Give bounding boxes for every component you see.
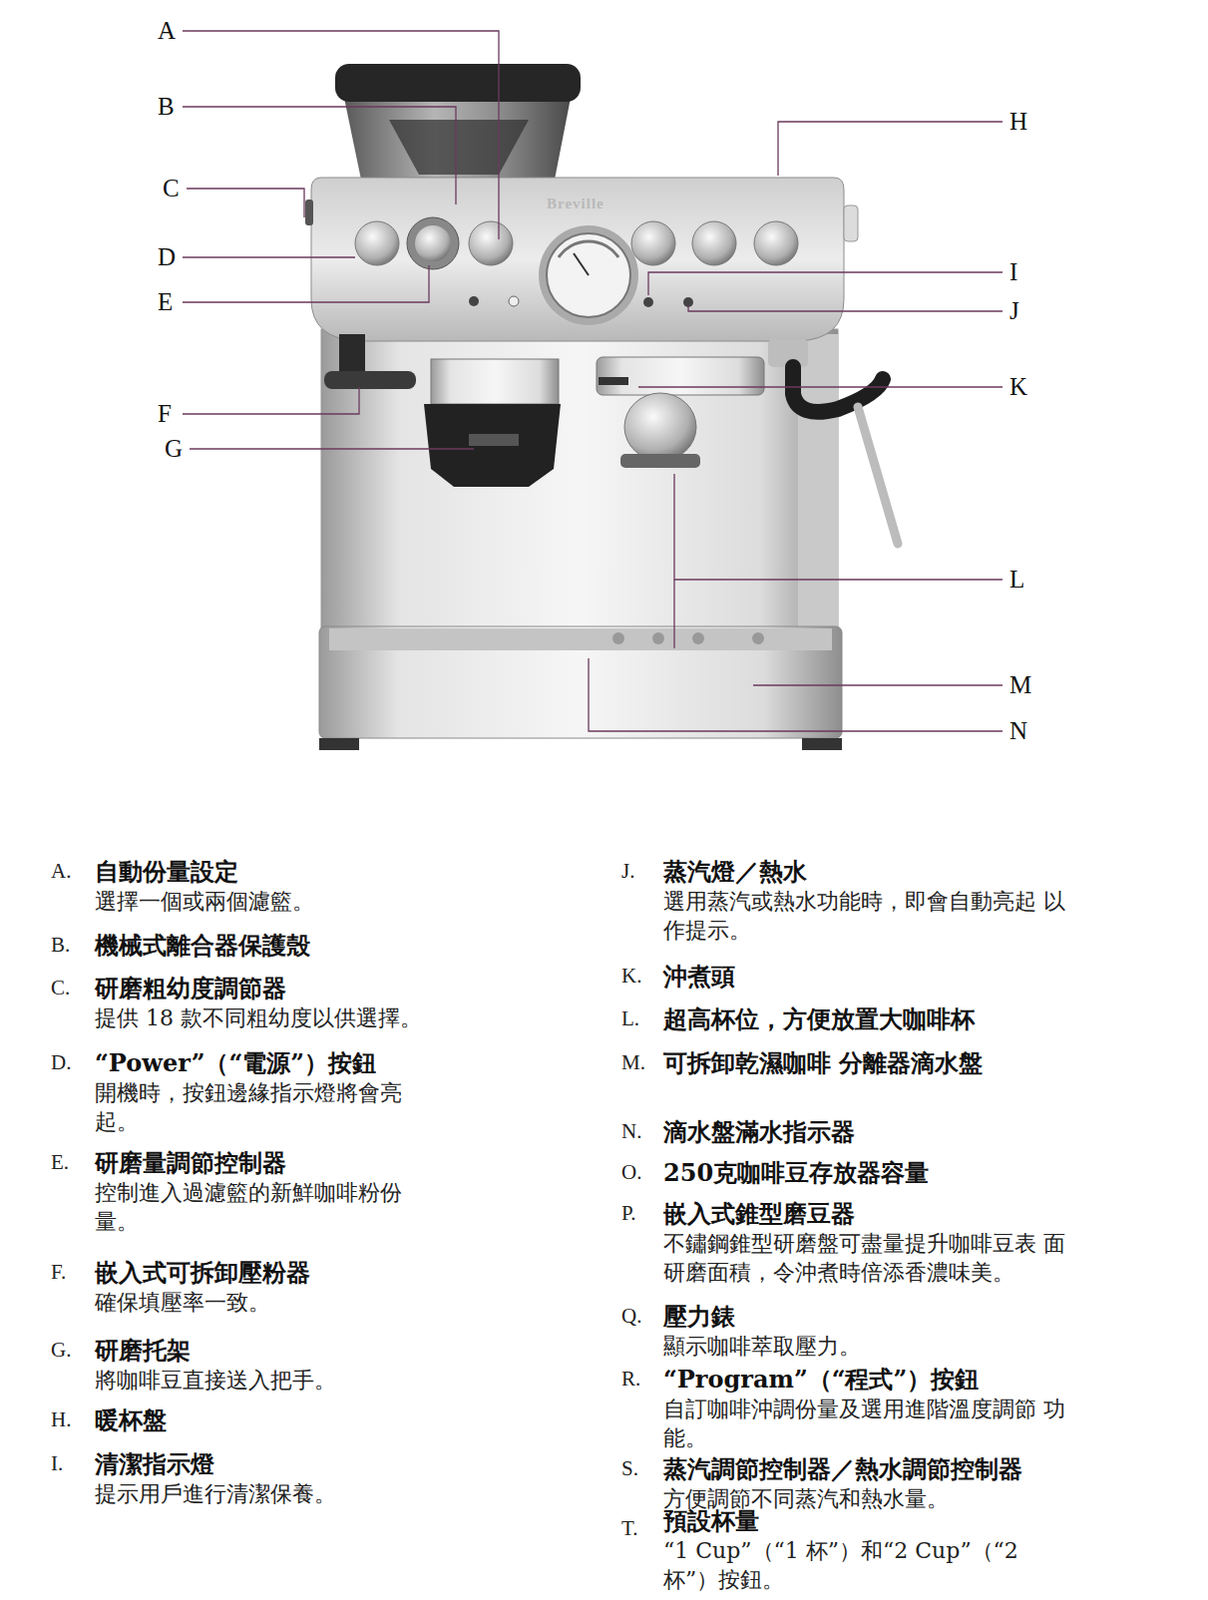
part-name: 清潔指示燈 bbox=[94, 1448, 439, 1480]
callout-letter: M bbox=[1009, 672, 1032, 699]
part-name: 研磨粗幼度調節器 bbox=[94, 972, 439, 1004]
part-name: 嵌入式可拆卸壓粉器 bbox=[94, 1256, 439, 1288]
callout-letter: B bbox=[157, 93, 175, 120]
part-entry: 嵌入式錐型磨豆器不鏽鋼錐型研磨盤可盡量提升咖啡豆表 面研磨面積，令沖煮時倍添香濃… bbox=[663, 1198, 1068, 1287]
part-name: 250克咖啡豆存放器容量 bbox=[663, 1157, 1068, 1189]
part-name: 預設杯量 bbox=[663, 1505, 1068, 1537]
part-entry: “Program”（“程式”）按鈕自訂咖啡沖調份量及選用進階溫度調節 功能。 bbox=[663, 1363, 1068, 1453]
part-name: 超高杯位，方便放置大咖啡杯 bbox=[663, 1003, 1068, 1035]
part-description: 選用蒸汽或熱水功能時，即會自動亮起 以作提示。 bbox=[663, 886, 1068, 945]
part-description: 自訂咖啡沖調份量及選用進階溫度調節 功能。 bbox=[663, 1394, 1068, 1453]
part-name: 暖杯盤 bbox=[94, 1404, 439, 1436]
part-description: 顯示咖啡萃取壓力。 bbox=[663, 1331, 1068, 1361]
item-letter: H. bbox=[50, 1404, 71, 1435]
part-name: 蒸汽燈／熱水 bbox=[663, 855, 1068, 887]
part-entry: 超高杯位，方便放置大咖啡杯 bbox=[663, 1003, 1068, 1035]
item-letter: N. bbox=[621, 1116, 642, 1147]
part-name: 嵌入式錐型磨豆器 bbox=[663, 1198, 1068, 1229]
part-description: 開機時，按鈕邊緣指示燈將會亮 起。 bbox=[94, 1078, 439, 1137]
part-name: “Power”（“電源”）按鈕 bbox=[94, 1047, 439, 1079]
item-letter: T. bbox=[621, 1513, 639, 1544]
part-entry: 預設杯量“1 Cup”（“1 杯”）和“2 Cup”（“2 杯”）按鈕。 bbox=[663, 1505, 1068, 1595]
item-letter: A. bbox=[50, 855, 71, 886]
part-description: 將咖啡豆直接送入把手。 bbox=[94, 1365, 439, 1395]
item-letter: F. bbox=[50, 1256, 66, 1287]
callout-letter: C bbox=[162, 175, 180, 202]
callout-letter: D bbox=[157, 244, 176, 271]
part-name: 滴水盤滿水指示器 bbox=[663, 1116, 1068, 1148]
part-name: 研磨托架 bbox=[94, 1334, 439, 1366]
part-entry: 研磨量調節控制器控制進入過濾籃的新鮮咖啡粉份 量。 bbox=[94, 1147, 439, 1236]
part-name: 蒸汽調節控制器／熱水調節控制器 bbox=[663, 1453, 1068, 1485]
part-name: 機械式離合器保護殼 bbox=[94, 929, 439, 961]
part-entry: 蒸汽燈／熱水選用蒸汽或熱水功能時，即會自動亮起 以作提示。 bbox=[663, 855, 1068, 945]
callout-letter: K bbox=[1009, 374, 1028, 401]
part-description: 確保填壓率一致。 bbox=[94, 1287, 439, 1317]
part-name: 研磨量調節控制器 bbox=[94, 1147, 439, 1179]
item-letter: M. bbox=[621, 1047, 646, 1078]
callout-letter: H bbox=[1009, 108, 1028, 135]
part-entry: 蒸汽調節控制器／熱水調節控制器方便調節不同蒸汽和熱水量。 bbox=[663, 1453, 1068, 1514]
callout-letter: G bbox=[164, 435, 183, 462]
part-entry: 嵌入式可拆卸壓粉器確保填壓率一致。 bbox=[94, 1256, 439, 1317]
part-description: 不鏽鋼錐型研磨盤可盡量提升咖啡豆表 面研磨面積，令沖煮時倍添香濃味美。 bbox=[663, 1228, 1068, 1287]
callout-letter: F bbox=[157, 401, 172, 427]
callout-letter: I bbox=[1009, 259, 1018, 286]
part-entry: 研磨粗幼度調節器提供 18 款不同粗幼度以供選擇。 bbox=[94, 972, 439, 1033]
item-letter: G. bbox=[50, 1334, 71, 1365]
item-letter: S. bbox=[621, 1453, 639, 1484]
part-entry: 清潔指示燈提示用戶進行清潔保養。 bbox=[94, 1448, 439, 1509]
part-entry: 壓力錶顯示咖啡萃取壓力。 bbox=[663, 1300, 1068, 1361]
part-name: 可拆卸乾濕咖啡 分離器滴水盤 bbox=[663, 1047, 1068, 1079]
item-letter: L. bbox=[621, 1003, 640, 1034]
brand-name: Breville bbox=[546, 195, 605, 213]
callout-letter: N bbox=[1009, 718, 1028, 745]
callout-letter: E bbox=[157, 289, 173, 316]
part-entry: “Power”（“電源”）按鈕開機時，按鈕邊緣指示燈將會亮 起。 bbox=[94, 1047, 439, 1137]
item-letter: B. bbox=[50, 929, 70, 960]
part-entry: 可拆卸乾濕咖啡 分離器滴水盤 bbox=[663, 1047, 1068, 1079]
part-name: “Program”（“程式”）按鈕 bbox=[663, 1363, 1068, 1395]
item-letter: P. bbox=[621, 1198, 637, 1228]
part-entry: 暖杯盤 bbox=[94, 1404, 439, 1436]
part-entry: 250克咖啡豆存放器容量 bbox=[663, 1157, 1068, 1189]
item-letter: E. bbox=[50, 1147, 69, 1178]
part-name: 壓力錶 bbox=[663, 1300, 1068, 1332]
part-entry: 沖煮頭 bbox=[663, 960, 1068, 992]
part-description: 提示用戶進行清潔保養。 bbox=[94, 1479, 439, 1509]
item-letter: R. bbox=[621, 1363, 641, 1394]
part-description: 提供 18 款不同粗幼度以供選擇。 bbox=[94, 1003, 439, 1033]
item-letter: Q. bbox=[621, 1300, 642, 1331]
item-letter: O. bbox=[621, 1157, 642, 1188]
part-entry: 滴水盤滿水指示器 bbox=[663, 1116, 1068, 1148]
callout-letter: J bbox=[1009, 298, 1020, 325]
part-description: 選擇一個或兩個濾籃。 bbox=[94, 886, 439, 916]
item-letter: C. bbox=[50, 972, 70, 1003]
item-letter: D. bbox=[50, 1047, 71, 1078]
leader-lines bbox=[182, 30, 1003, 732]
part-entry: 研磨托架將咖啡豆直接送入把手。 bbox=[94, 1334, 439, 1395]
part-entry: 機械式離合器保護殼 bbox=[94, 929, 439, 961]
callout-letter: A bbox=[157, 17, 176, 44]
part-name: 自動份量設定 bbox=[94, 855, 439, 887]
item-letter: I. bbox=[50, 1448, 63, 1479]
part-description: “1 Cup”（“1 杯”）和“2 Cup”（“2 杯”）按鈕。 bbox=[663, 1536, 1068, 1595]
part-name: 沖煮頭 bbox=[663, 960, 1068, 992]
part-description: 控制進入過濾籃的新鮮咖啡粉份 量。 bbox=[94, 1178, 439, 1236]
part-entry: 自動份量設定選擇一個或兩個濾籃。 bbox=[94, 855, 439, 916]
callout-letter: L bbox=[1009, 566, 1025, 593]
item-letter: K. bbox=[621, 960, 642, 991]
item-letter: J. bbox=[621, 855, 635, 886]
